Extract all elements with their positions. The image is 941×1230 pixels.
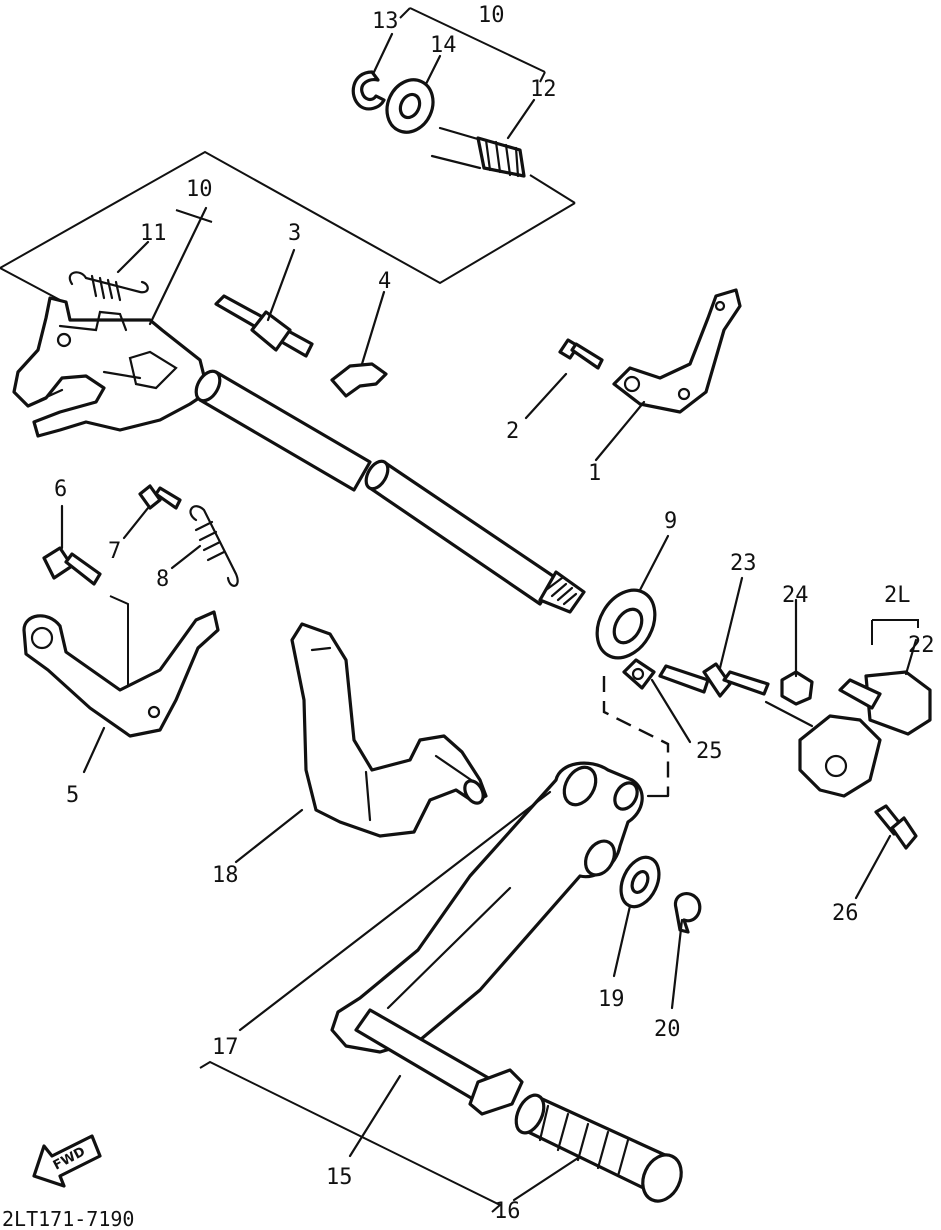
callout-4: 4 bbox=[378, 269, 391, 294]
callout-24: 24 bbox=[782, 583, 809, 608]
part-7-bolt bbox=[138, 484, 182, 510]
part-26-bolt bbox=[874, 804, 918, 850]
callout-20: 20 bbox=[654, 1017, 681, 1042]
callout-1: 1 bbox=[588, 461, 601, 486]
callout-19: 19 bbox=[598, 987, 625, 1012]
part-code: 2LT171-7190 bbox=[2, 1207, 134, 1230]
part-16-peg-rubber bbox=[514, 1093, 683, 1203]
callout-11: 11 bbox=[140, 221, 167, 246]
dashed-alignment-25-to-17 bbox=[602, 676, 670, 796]
bracket-15-bottom bbox=[199, 1060, 502, 1213]
callout-25: 25 bbox=[696, 739, 723, 764]
part-10-shift-arm-assembly bbox=[12, 296, 210, 438]
callout-7: 7 bbox=[108, 539, 121, 564]
part-19-washer-hole bbox=[630, 870, 650, 894]
bracket-21 bbox=[871, 619, 919, 645]
bracket-10-left bbox=[175, 209, 213, 223]
callout-5: 5 bbox=[66, 783, 79, 808]
group-outline-shift-shaft bbox=[0, 150, 576, 301]
part-25-nut bbox=[622, 658, 656, 690]
part-2-bolt bbox=[558, 338, 604, 370]
part-12-spring bbox=[430, 126, 526, 178]
callout-8: 8 bbox=[156, 567, 169, 592]
callout-22: 22 bbox=[908, 633, 935, 658]
callout-6: 6 bbox=[54, 477, 67, 502]
callout-13: 13 bbox=[372, 9, 399, 34]
part-14-washer-hole bbox=[398, 92, 422, 120]
callout-leaders bbox=[60, 32, 918, 1202]
part-6-bolt bbox=[42, 546, 102, 586]
leader-6-to-5 bbox=[109, 595, 129, 690]
callout-12: 12 bbox=[530, 77, 557, 102]
callout-18: 18 bbox=[212, 863, 239, 888]
part-13-circlip bbox=[351, 70, 386, 111]
part-5-lever bbox=[22, 610, 220, 738]
callout-21: 2L bbox=[884, 583, 911, 608]
part-24-nut bbox=[780, 670, 814, 706]
callout-2: 2 bbox=[506, 419, 519, 444]
callout-9: 9 bbox=[664, 509, 677, 534]
fwd-direction-arrow bbox=[32, 1134, 102, 1188]
part-1-bracket bbox=[612, 288, 742, 414]
callout-14: 14 bbox=[430, 33, 457, 58]
callout-26: 26 bbox=[832, 901, 859, 926]
part-18-arm bbox=[290, 622, 488, 838]
part-11-spring bbox=[68, 271, 149, 302]
leader-24 bbox=[764, 700, 814, 728]
part-9-bearing-inner bbox=[612, 607, 644, 645]
callout-15: 15 bbox=[326, 1165, 353, 1190]
callout-23: 23 bbox=[730, 551, 757, 576]
part-20-clip bbox=[673, 891, 702, 934]
callout-16: 16 bbox=[494, 1199, 521, 1224]
part-17-shift-pedal-arm bbox=[330, 761, 644, 1054]
part-3-stud-bolt bbox=[214, 294, 314, 358]
part-22-rod-end bbox=[838, 670, 932, 736]
part-23-rod-bolt bbox=[658, 662, 770, 698]
callout-10-top: 10 bbox=[478, 3, 505, 28]
part-4-clip bbox=[330, 362, 388, 398]
callout-10-left: 10 bbox=[186, 177, 213, 202]
callout-17: 17 bbox=[212, 1035, 239, 1060]
callout-3: 3 bbox=[288, 221, 301, 246]
pedal-peg-shaft bbox=[354, 1008, 524, 1116]
group-bracket-10-top bbox=[399, 7, 546, 83]
shift-shaft bbox=[194, 369, 586, 614]
part-8-spring bbox=[189, 505, 239, 587]
part-21-joint bbox=[798, 714, 882, 798]
